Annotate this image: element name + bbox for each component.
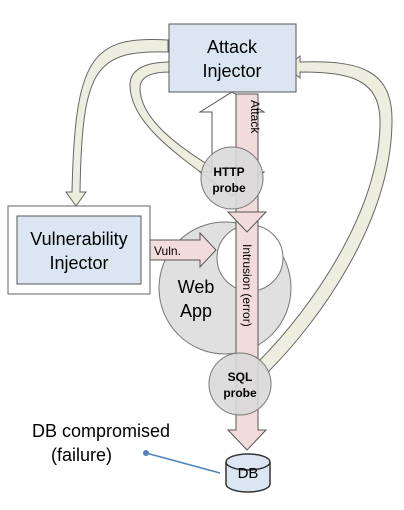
attack-arrow-head bbox=[226, 211, 268, 233]
vuln-arrow-label: Vuln. bbox=[154, 244, 181, 258]
db-label: DB bbox=[238, 465, 259, 482]
vulnerability-injector-label-1: Vulnerability bbox=[30, 229, 127, 249]
attack-injector-box bbox=[168, 23, 297, 93]
annotation-dot bbox=[143, 450, 149, 456]
sql-probe-label-1: SQL bbox=[228, 370, 253, 384]
attack-injector-label-1: Attack bbox=[207, 37, 258, 57]
vulnerability-injector-label-2: Injector bbox=[49, 253, 108, 273]
sql-probe-circle bbox=[208, 352, 272, 416]
vuln-arrow bbox=[149, 231, 217, 269]
annotation-line-1: DB compromised bbox=[32, 421, 170, 441]
web-app-label-1: Web bbox=[178, 277, 215, 297]
sql-probe-label-2: probe bbox=[223, 386, 257, 400]
http-probe-label-1: HTTP bbox=[213, 165, 244, 179]
annotation-leader bbox=[145, 452, 221, 474]
web-app-label-2: App bbox=[180, 301, 212, 321]
db-cylinder bbox=[225, 453, 271, 493]
http-probe-label-2: probe bbox=[212, 181, 246, 195]
intrusion-arrow-label: Intrusion (error) bbox=[240, 244, 254, 327]
attack-injector-label-2: Injector bbox=[202, 61, 261, 81]
annotation-line-2: (failure) bbox=[51, 445, 112, 465]
http-probe-circle bbox=[200, 146, 264, 210]
vulnerability-injector-box bbox=[7, 205, 151, 295]
attack-arrow-label: Attack bbox=[248, 100, 262, 134]
